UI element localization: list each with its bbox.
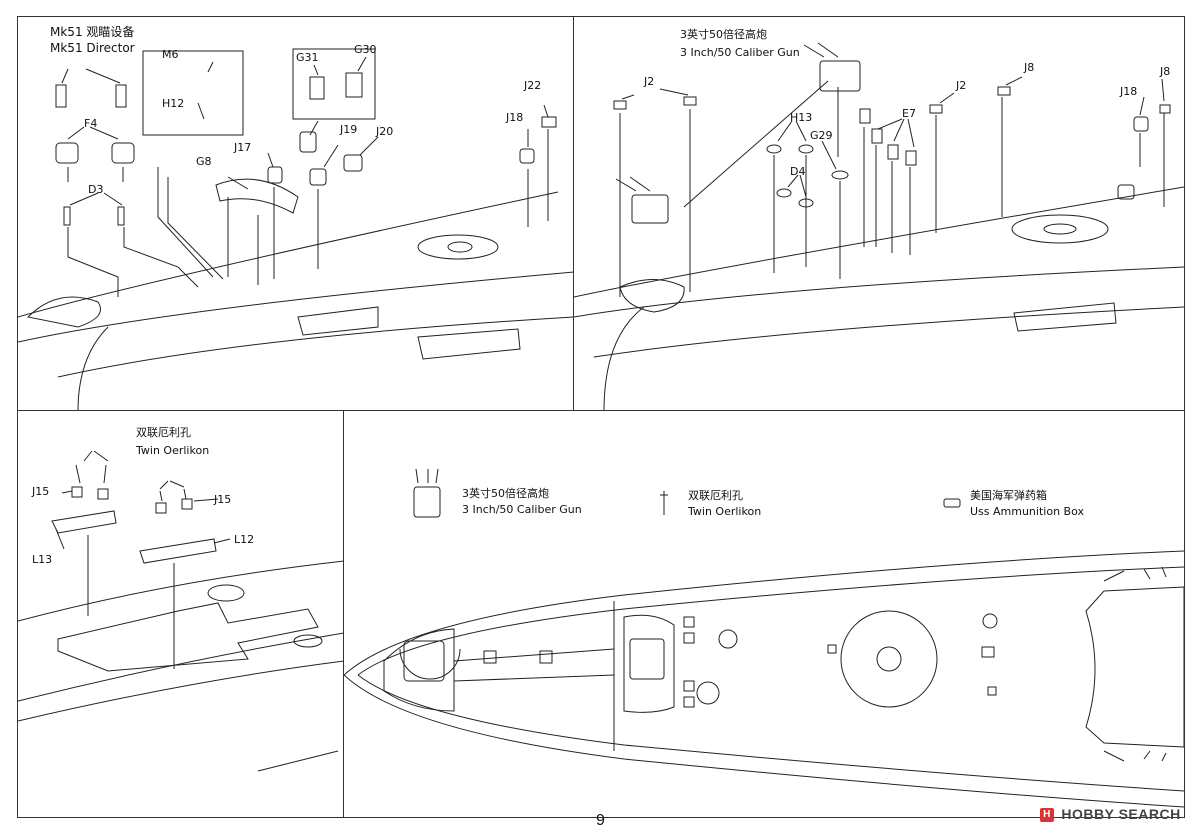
part-g30: G30 xyxy=(354,43,377,56)
gun-label-cn: 3英寸50倍径高炮 xyxy=(680,28,767,41)
part-d4: D4 xyxy=(790,165,806,178)
legend-oerlikon-en: Twin Oerlikon xyxy=(688,505,762,518)
part-j22: J22 xyxy=(524,79,542,92)
gun-label-en: 3 Inch/50 Caliber Gun xyxy=(680,46,800,59)
legend-gun-cn: 3英寸50倍径高炮 xyxy=(462,487,549,500)
part-h13: H13 xyxy=(790,111,813,124)
bow-assembly-drawing-1 xyxy=(18,48,574,411)
deck-plan-drawing xyxy=(344,468,1184,808)
panel-deck-plan: 3英寸50倍径高炮 3 Inch/50 Caliber Gun 双联厄利孔 Tw… xyxy=(343,410,1185,818)
part-f4: F4 xyxy=(84,117,98,130)
part-j18: J18 xyxy=(506,111,524,124)
page-number: 9 xyxy=(596,812,605,829)
part-l12: L12 xyxy=(234,533,255,546)
legend-ammo-cn: 美国海军弹药箱 xyxy=(970,489,1047,502)
part-j15-right: J15 xyxy=(214,493,232,506)
part-g31: G31 xyxy=(296,51,319,64)
mk51-director-label-cn: Mk51 观瞄设备 xyxy=(50,25,135,39)
part-j19: J19 xyxy=(340,123,358,136)
part-m6: M6 xyxy=(162,48,179,61)
part-j15-left: J15 xyxy=(32,485,50,498)
panel-3inch-gun: 3英寸50倍径高炮 3 Inch/50 Caliber Gun J2 J2 J8… xyxy=(573,16,1185,412)
bow-assembly-drawing-2 xyxy=(574,42,1184,411)
part-e7: E7 xyxy=(902,107,916,120)
part-j2-left: J2 xyxy=(644,75,655,88)
watermark-text: HOBBY SEARCH xyxy=(1061,806,1181,822)
part-j20: J20 xyxy=(376,125,394,138)
oerlikon-label-cn: 双联厄利孔 xyxy=(136,426,191,439)
mk51-director-label-en: Mk51 Director xyxy=(50,41,135,55)
part-g29: G29 xyxy=(810,129,833,142)
watermark: H HOBBY SEARCH xyxy=(1040,806,1181,823)
panel-twin-oerlikon: 双联厄利孔 Twin Oerlikon J15 J15 L12 L13 xyxy=(17,410,345,818)
watermark-logo-icon: H xyxy=(1040,808,1054,823)
part-j8-right: J8 xyxy=(1160,65,1171,78)
part-g8: G8 xyxy=(196,155,212,168)
deck-assembly-drawing xyxy=(18,450,344,772)
part-h12: H12 xyxy=(162,97,185,110)
part-j17: J17 xyxy=(234,141,252,154)
oerlikon-label-en: Twin Oerlikon xyxy=(136,444,210,457)
legend-oerlikon-cn: 双联厄利孔 xyxy=(688,489,743,502)
part-l13: L13 xyxy=(32,553,53,566)
part-d3: D3 xyxy=(88,183,104,196)
panel-mk51-director: Mk51 观瞄设备 Mk51 Director M6 H12 G31 G30 F… xyxy=(17,16,575,412)
part-j2-right: J2 xyxy=(956,79,967,92)
part-j8-left: J8 xyxy=(1024,61,1035,74)
part-j18: J18 xyxy=(1120,85,1138,98)
legend-gun-en: 3 Inch/50 Caliber Gun xyxy=(462,503,582,516)
legend-ammo-en: Uss Ammunition Box xyxy=(970,505,1084,518)
